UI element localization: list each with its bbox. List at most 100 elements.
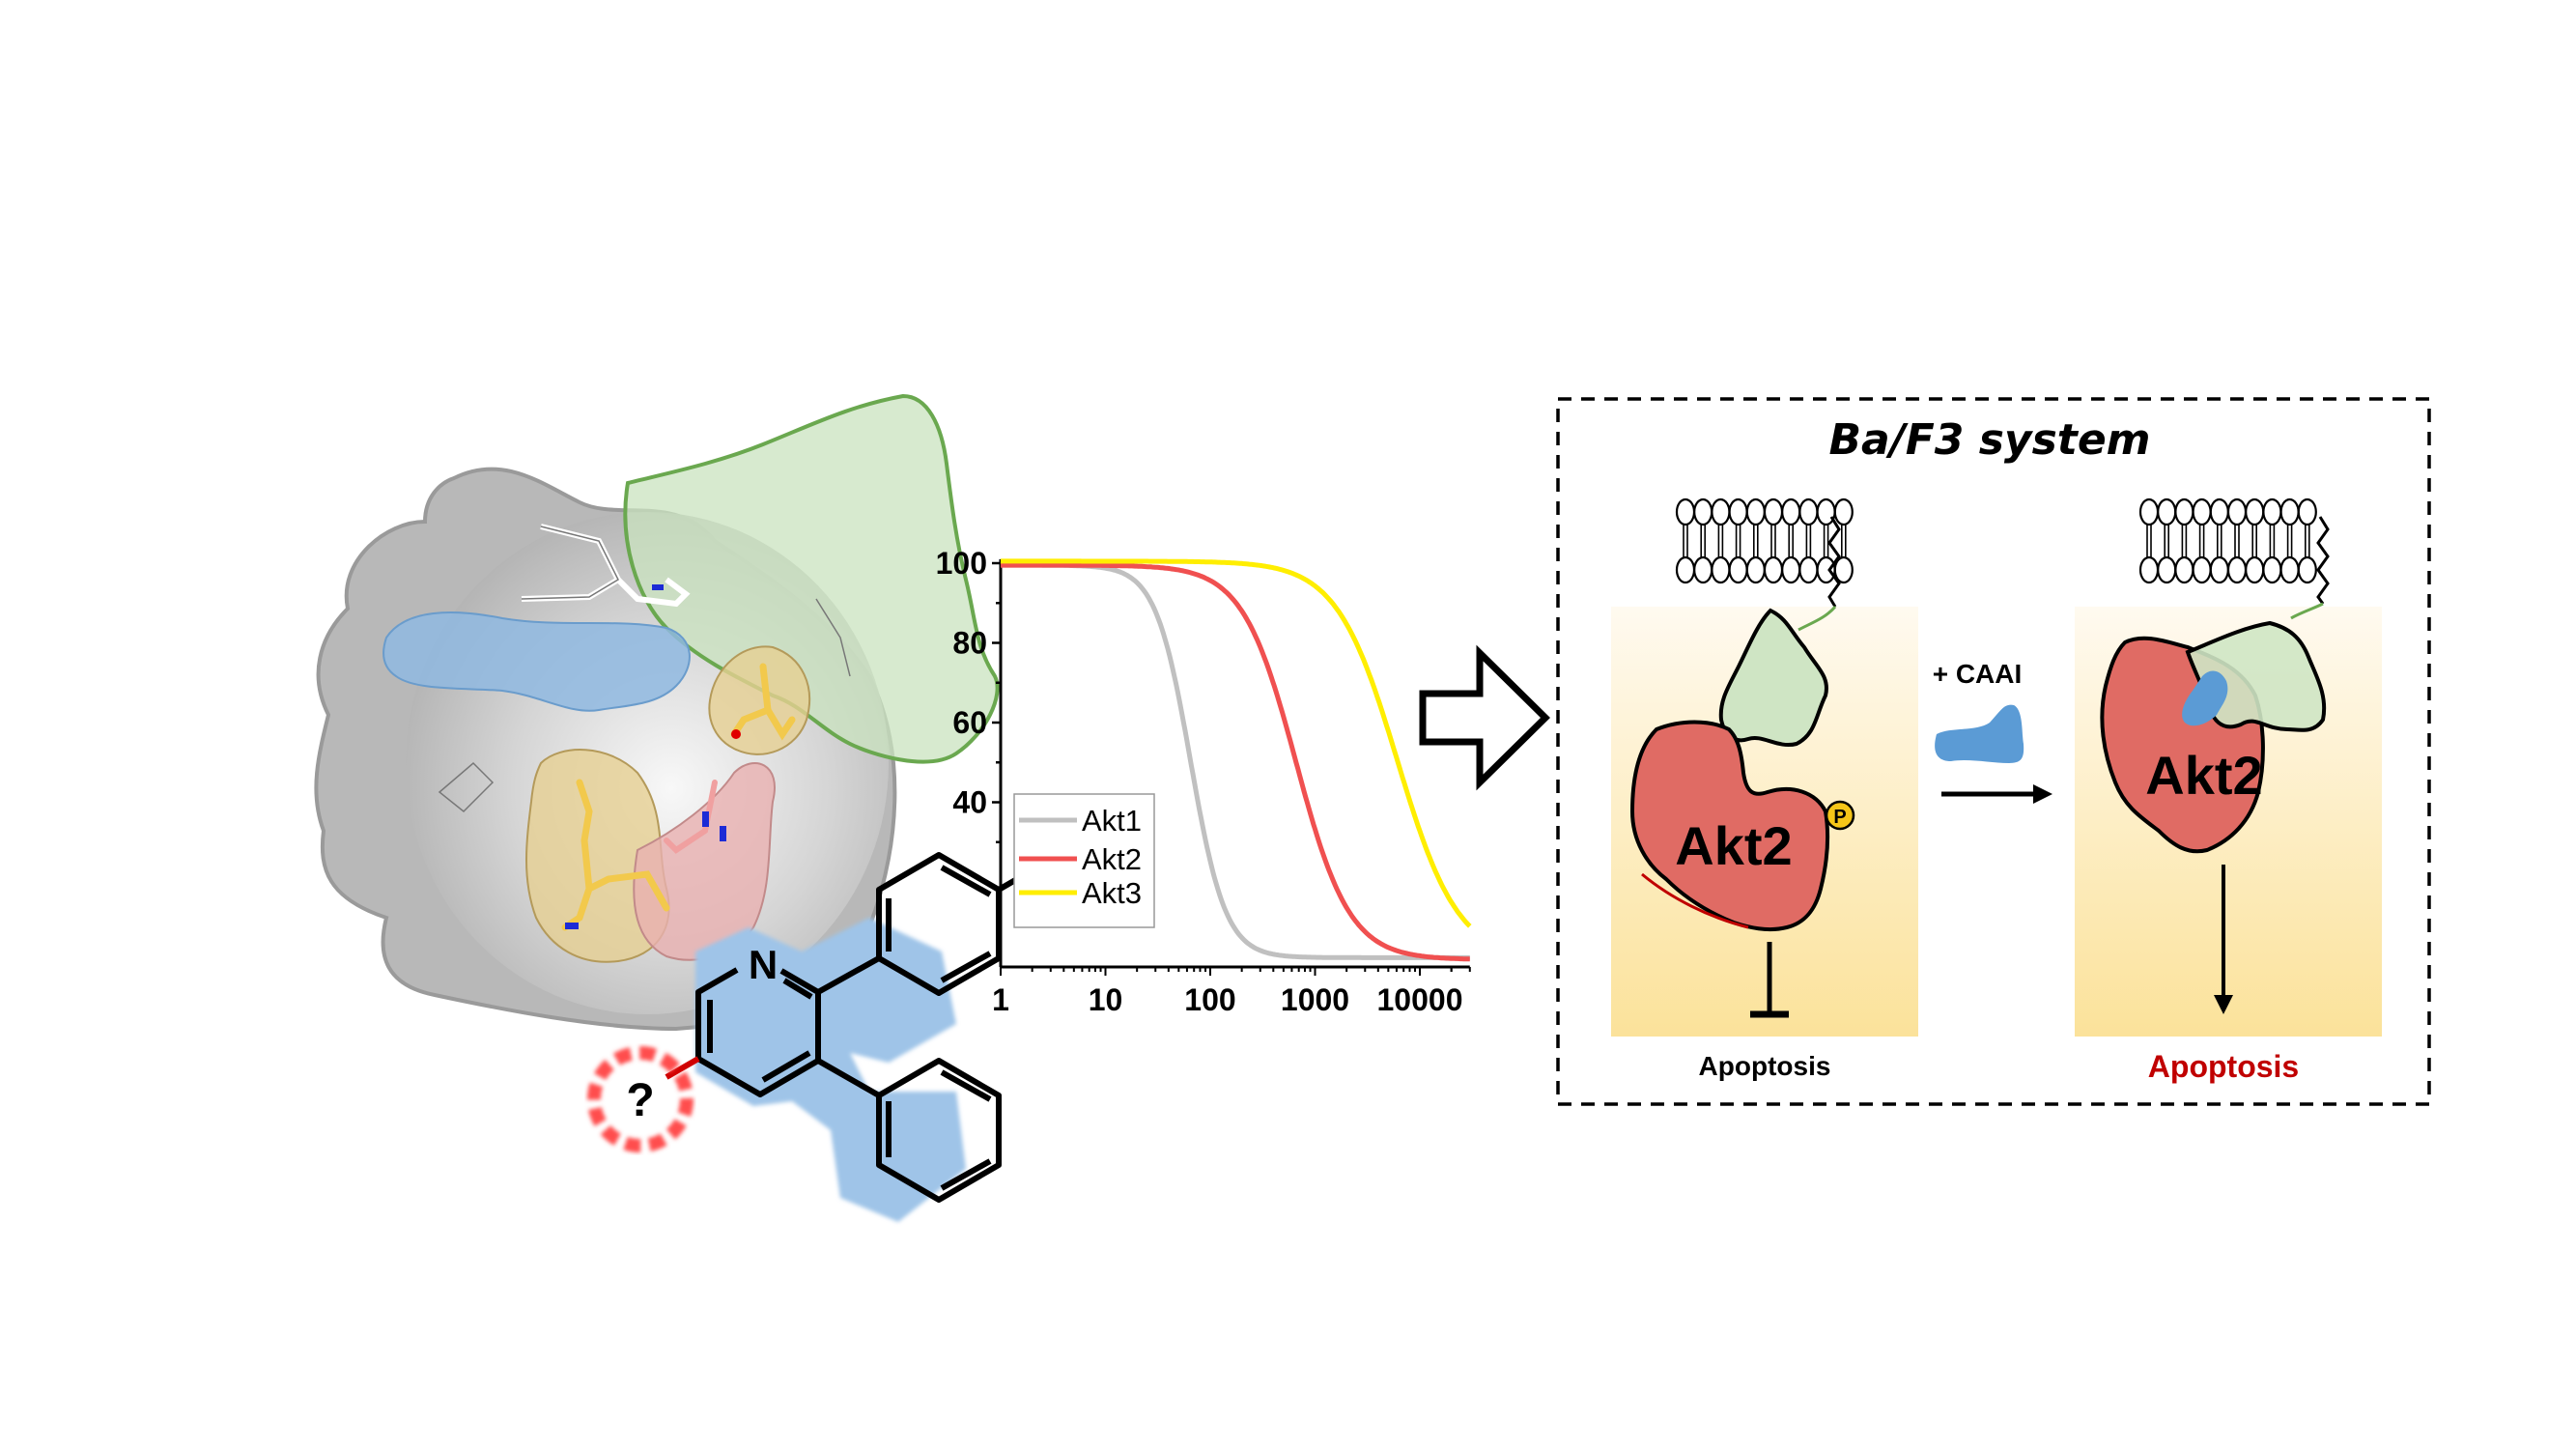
y-tick-label: 60 bbox=[952, 705, 987, 740]
lipid-head bbox=[2297, 497, 2317, 526]
lipid-head bbox=[1675, 497, 1696, 526]
scaffold-nitrogen-label: N bbox=[749, 942, 778, 987]
white-sidechain-outline bbox=[438, 526, 851, 813]
akt2-left-shadow-edge bbox=[1641, 872, 1749, 929]
open-right-arrow-icon bbox=[1419, 644, 1550, 791]
lipid-head bbox=[1711, 555, 1731, 584]
x-tick-label: 10 bbox=[1089, 982, 1123, 1017]
legend-label-akt2: Akt2 bbox=[1082, 842, 1142, 876]
lipid-head bbox=[1798, 555, 1819, 584]
lipid-head bbox=[1781, 497, 1801, 526]
lipid-head bbox=[1693, 497, 1713, 526]
lipid-tail bbox=[2146, 525, 2152, 557]
lipid-head bbox=[1763, 497, 1784, 526]
lipid-tail bbox=[2305, 525, 2310, 557]
x-tick-label: 1000 bbox=[1281, 982, 1349, 1017]
lipid-head bbox=[1745, 555, 1766, 584]
structure-panel: N ? bbox=[314, 393, 1031, 1222]
lipid-head bbox=[2174, 555, 2194, 584]
lipid-head bbox=[2209, 497, 2229, 526]
unknown-substituent-ring bbox=[587, 1046, 694, 1152]
treatment-arrow-icon bbox=[1941, 784, 2052, 804]
lipid-head bbox=[1693, 555, 1713, 584]
apoptosis-label-left: Apoptosis bbox=[1699, 1051, 1831, 1081]
legend-label-akt3: Akt3 bbox=[1082, 876, 1142, 910]
chart-series bbox=[1001, 558, 1472, 962]
lipid-head bbox=[1763, 555, 1784, 584]
phospho-badge-label: P bbox=[1833, 807, 1846, 828]
series-line-akt3 bbox=[1001, 558, 1472, 928]
lipid-head bbox=[2226, 497, 2248, 526]
lipid-head bbox=[1675, 555, 1696, 584]
lipid-tail bbox=[1717, 525, 1724, 557]
x-tick-label: 1 bbox=[992, 982, 1009, 1017]
y-tick-label: 80 bbox=[952, 626, 987, 661]
scaffold-bonds bbox=[665, 852, 1031, 1203]
lipid-head bbox=[1728, 497, 1748, 526]
akt2-left bbox=[1629, 720, 1830, 932]
lipid-tail bbox=[1805, 525, 1812, 557]
ph-domain-left bbox=[1718, 608, 1828, 748]
lipid-head bbox=[1711, 497, 1731, 526]
lipid-head bbox=[2245, 497, 2265, 526]
apoptosis-label-right: Apoptosis bbox=[2148, 1049, 2299, 1084]
lipid-head bbox=[2157, 497, 2177, 526]
tan-pocket-surface-lower bbox=[525, 749, 670, 963]
series-line-akt2 bbox=[1001, 562, 1470, 962]
inhibition-bar-icon bbox=[1750, 942, 1789, 1018]
lipid-tail bbox=[2164, 525, 2169, 557]
lipid-head bbox=[2262, 497, 2282, 526]
inhibitor-shape-icon bbox=[1935, 704, 2024, 763]
membrane-right bbox=[2138, 497, 2317, 584]
y-tick-label: 40 bbox=[952, 785, 987, 820]
lipid-tail bbox=[1788, 525, 1794, 557]
phospho-badge bbox=[1825, 800, 1855, 831]
pink-pocket-surface bbox=[633, 762, 776, 961]
lipid-tail bbox=[2234, 525, 2240, 557]
heteroatoms bbox=[565, 584, 741, 929]
lipid-tail bbox=[2181, 525, 2188, 557]
lipid-tail bbox=[2286, 525, 2293, 557]
lipid-tail bbox=[1841, 525, 1847, 557]
unknown-substituent-label: ? bbox=[626, 1075, 654, 1126]
lipid-head bbox=[2138, 497, 2160, 526]
lipid-head bbox=[2226, 555, 2248, 584]
pink-sticks bbox=[664, 780, 718, 854]
lipid-tail bbox=[1700, 525, 1706, 557]
blue-pocket-surface bbox=[382, 611, 691, 712]
lipid-tail bbox=[1683, 525, 1688, 557]
lipid-tail bbox=[1753, 525, 1759, 557]
lipid-head bbox=[1745, 497, 1766, 526]
lipid-head bbox=[2279, 555, 2300, 584]
legend-label-akt1: Akt1 bbox=[1082, 804, 1142, 838]
lipid-tail bbox=[2198, 525, 2205, 557]
inhibitor-bound bbox=[2182, 670, 2228, 726]
lipid-tail bbox=[2251, 525, 2257, 557]
lipid-tail bbox=[2269, 525, 2276, 557]
ba-f3-title: Ba/F3 system bbox=[1828, 415, 2150, 465]
lipid-head bbox=[2192, 497, 2212, 526]
lipid-tail bbox=[2217, 525, 2222, 557]
ba-f3-panel: Ba/F3 system Akt2 P Apoptosis + CAAI bbox=[1556, 397, 2431, 1106]
lipid-tail bbox=[1770, 525, 1776, 557]
lipid-head bbox=[2209, 555, 2229, 584]
lipid-head bbox=[2245, 555, 2265, 584]
lipid-head bbox=[1798, 497, 1819, 526]
y-tick-label: 100 bbox=[936, 546, 987, 581]
lipid-head bbox=[2279, 497, 2300, 526]
activation-arrow-icon bbox=[2214, 865, 2233, 1014]
lipid-head bbox=[2157, 555, 2177, 584]
lipid-anchor-left bbox=[1798, 516, 1842, 632]
lipid-head bbox=[2297, 555, 2317, 584]
akt2-right-label: Akt2 bbox=[2145, 745, 2262, 806]
x-tick-label: 100 bbox=[1184, 982, 1235, 1017]
lipid-tail bbox=[1735, 525, 1741, 557]
lipid-head bbox=[1781, 555, 1801, 584]
lipid-head bbox=[1728, 555, 1748, 584]
lipid-head bbox=[2174, 497, 2194, 526]
akt2-left-label: Akt2 bbox=[1675, 815, 1792, 876]
treatment-label: + CAAI bbox=[1933, 659, 2023, 689]
lipid-head bbox=[2138, 555, 2160, 584]
